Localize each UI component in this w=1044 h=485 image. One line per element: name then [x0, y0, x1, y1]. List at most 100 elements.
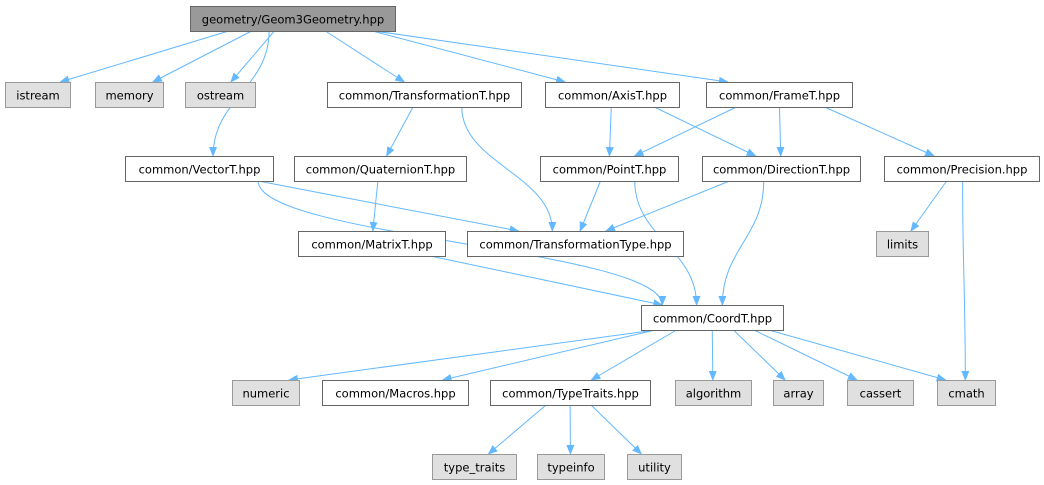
edge-root-to-istream: [59, 30, 229, 84]
node-box-macros: [322, 380, 469, 406]
edge-transformationT-to-quaternionT: [386, 106, 414, 157]
node-box-numeric: [232, 380, 300, 406]
node-box-coordT: [641, 305, 784, 331]
node-typeTraits[interactable]: common/TypeTraits.hpp: [490, 380, 651, 406]
node-label-macros: common/Macros.hpp: [335, 387, 455, 401]
node-label-matrixT: common/MatrixT.hpp: [311, 238, 432, 252]
edge-frameT-to-precision: [824, 106, 936, 157]
node-label-algorithm: algorithm: [686, 387, 742, 401]
nodes-layer: geometry/Geom3Geometry.hpp istream memory o…: [5, 6, 1040, 480]
edge-coordT-to-array: [733, 329, 786, 381]
node-box-quaternionT: [294, 156, 467, 182]
edge-frameT-to-pointT: [633, 106, 737, 157]
node-label-axisT: common/AxisT.hpp: [558, 89, 667, 103]
node-axisT[interactable]: common/AxisT.hpp: [545, 82, 680, 108]
node-box-typeTraits: [490, 380, 651, 406]
edge-coordT-to-macros: [441, 329, 656, 382]
node-box-utility: [627, 454, 682, 480]
node-transformationT[interactable]: common/TransformationT.hpp: [327, 82, 522, 108]
node-limits: limits: [876, 231, 929, 257]
node-label-precision: common/Precision.hpp: [897, 163, 1028, 177]
node-box-memory: [95, 82, 164, 108]
node-box-matrixT: [298, 231, 446, 257]
edge-root-to-transformationT: [325, 30, 406, 83]
node-label-memory: memory: [105, 89, 153, 103]
edge-root-to-frameT: [374, 30, 729, 85]
node-frameT[interactable]: common/FrameT.hpp: [706, 82, 853, 108]
edge-pointT-to-transformationType: [579, 180, 601, 232]
node-box-istream: [5, 82, 71, 108]
node-box-directionT: [702, 156, 861, 182]
node-label-istream: istream: [16, 89, 60, 103]
edge-vectorT-to-coordT: [257, 180, 667, 306]
edge-root-to-memory: [151, 30, 252, 83]
node-cassert: cassert: [847, 380, 914, 406]
node-quaternionT[interactable]: common/QuaternionT.hpp: [294, 156, 467, 182]
node-box-ostream: [185, 82, 256, 108]
node-box-cmath: [937, 380, 996, 406]
node-array: array: [773, 380, 824, 406]
edge-typeTraits-to-type_traits: [487, 404, 547, 455]
node-label-limits: limits: [887, 238, 918, 252]
node-label-utility: utility: [638, 461, 671, 475]
node-box-transformationT: [327, 82, 522, 108]
node-label-numeric: numeric: [242, 387, 289, 401]
edge-coordT-to-cmath: [768, 329, 947, 382]
node-matrixT[interactable]: common/MatrixT.hpp: [298, 231, 446, 257]
node-vectorT[interactable]: common/VectorT.hpp: [125, 156, 274, 182]
edge-directionT-to-coordT: [718, 180, 765, 306]
node-label-transformationType: common/TransformationType.hpp: [479, 238, 671, 252]
node-label-ostream: ostream: [197, 89, 244, 103]
edge-typeTraits-to-utility: [590, 404, 643, 455]
node-ostream: ostream: [185, 82, 256, 108]
node-algorithm: algorithm: [675, 380, 752, 406]
node-label-quaternionT: common/QuaternionT.hpp: [306, 163, 455, 177]
node-typeinfo: typeinfo: [537, 454, 605, 480]
edge-quaternionT-to-matrixT: [369, 180, 379, 232]
node-box-type_traits: [432, 454, 517, 480]
node-root[interactable]: geometry/Geom3Geometry.hpp: [190, 6, 396, 32]
edge-precision-to-limits: [910, 180, 948, 232]
edge-coordT-to-algorithm: [708, 329, 717, 381]
node-numeric: numeric: [232, 380, 300, 406]
node-transformationType[interactable]: common/TransformationType.hpp: [467, 231, 684, 257]
node-box-precision: [884, 156, 1040, 182]
node-box-transformationType: [467, 231, 684, 257]
node-macros[interactable]: common/Macros.hpp: [322, 380, 469, 406]
node-box-array: [773, 380, 824, 406]
node-label-cmath: cmath: [948, 387, 984, 401]
node-label-array: array: [783, 387, 813, 401]
node-label-root: geometry/Geom3Geometry.hpp: [202, 13, 384, 27]
node-memory: memory: [95, 82, 164, 108]
edge-coordT-to-numeric: [287, 329, 656, 383]
node-label-transformationT: common/TransformationT.hpp: [339, 89, 510, 103]
edge-coordT-to-typeTraits: [590, 329, 677, 381]
node-directionT[interactable]: common/DirectionT.hpp: [702, 156, 861, 182]
edge-vectorT-to-transformationType: [258, 180, 520, 234]
node-box-vectorT: [125, 156, 274, 182]
node-box-typeinfo: [537, 454, 605, 480]
node-box-root: [190, 6, 396, 32]
node-box-limits: [876, 231, 929, 257]
node-box-frameT: [706, 82, 853, 108]
node-type_traits: type_traits: [432, 454, 517, 480]
node-precision[interactable]: common/Precision.hpp: [884, 156, 1040, 182]
edge-axisT-to-directionT: [654, 106, 757, 157]
node-pointT[interactable]: common/PointT.hpp: [540, 156, 679, 182]
edge-root-to-ostream: [230, 30, 275, 83]
node-utility: utility: [627, 454, 682, 480]
edge-directionT-to-transformationType: [604, 180, 730, 232]
node-box-algorithm: [675, 380, 752, 406]
edge-precision-to-cmath: [961, 180, 970, 381]
node-coordT[interactable]: common/CoordT.hpp: [641, 305, 784, 331]
edges-layer: [59, 30, 970, 455]
node-label-frameT: common/FrameT.hpp: [719, 89, 840, 103]
node-label-vectorT: common/VectorT.hpp: [139, 163, 261, 177]
node-label-cassert: cassert: [860, 387, 902, 401]
node-label-typeTraits: common/TypeTraits.hpp: [502, 387, 639, 401]
edge-matrixT-to-coordT: [430, 255, 664, 308]
edge-coordT-to-cassert: [753, 329, 858, 381]
node-box-pointT: [540, 156, 679, 182]
node-label-pointT: common/PointT.hpp: [553, 163, 667, 177]
